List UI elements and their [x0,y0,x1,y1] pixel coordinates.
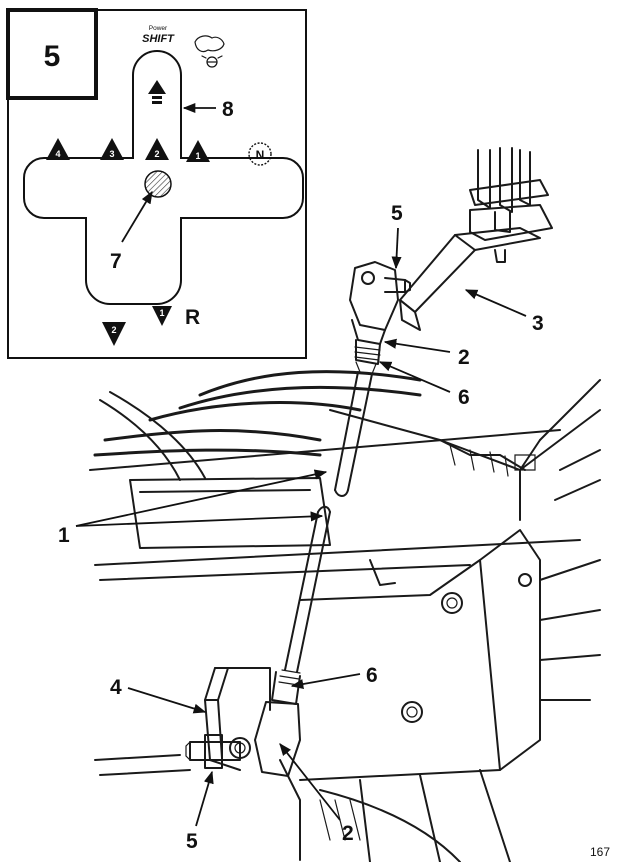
shift-rod [284,371,373,673]
upper-rod-end [349,261,411,375]
svg-text:N: N [256,148,265,162]
callout-8: 8 [222,98,234,121]
gear-2-marker: 2 [145,138,169,160]
step-number: 5 [44,40,61,73]
gear-3-marker: 3 [100,138,124,160]
svg-text:4: 4 [55,149,60,159]
machine-body [89,370,601,862]
forward-arrow-icon [148,80,166,104]
svg-text:3: 3 [109,149,114,159]
shift-pattern-inset: 5 Power SHIFT 4 3 2 [6,8,307,359]
svg-text:2: 2 [111,325,116,335]
neutral-marker: N [248,142,272,166]
turtle-rabbit-icon [194,35,225,68]
svg-text:1: 1 [195,151,200,161]
reverse-gear-2-marker: 2 [102,322,126,346]
callout-6-upper: 6 [458,386,470,409]
svg-text:1: 1 [159,308,164,318]
callout-5-top: 5 [391,202,403,225]
step-number-box [6,8,98,100]
lower-rod-end [185,667,301,777]
page-number: 167 [590,845,610,859]
upper-bracket [399,147,553,331]
callout-2-upper: 2 [458,346,470,369]
callout-1: 1 [58,524,70,547]
callout-6-lower: 6 [366,664,378,687]
callout-5-bottom: 5 [186,830,198,853]
shift-lever-knob [144,170,172,198]
callouts: 5 3 2 6 1 4 6 5 2 [58,202,544,853]
callout-2-lower: 2 [342,822,354,845]
logo-line1: Power [149,25,168,32]
gear-1-marker: 1 [186,140,210,162]
logo-line2: SHIFT [142,33,175,45]
reverse-letter: R [185,306,200,329]
shift-gate-outline [23,50,304,305]
gear-4-marker: 4 [46,138,70,160]
callout-7: 7 [110,250,122,273]
reverse-gear-1-marker: 1 [152,306,172,326]
callout-4: 4 [110,676,122,699]
svg-text:2: 2 [154,149,159,159]
callout-3: 3 [532,312,544,335]
